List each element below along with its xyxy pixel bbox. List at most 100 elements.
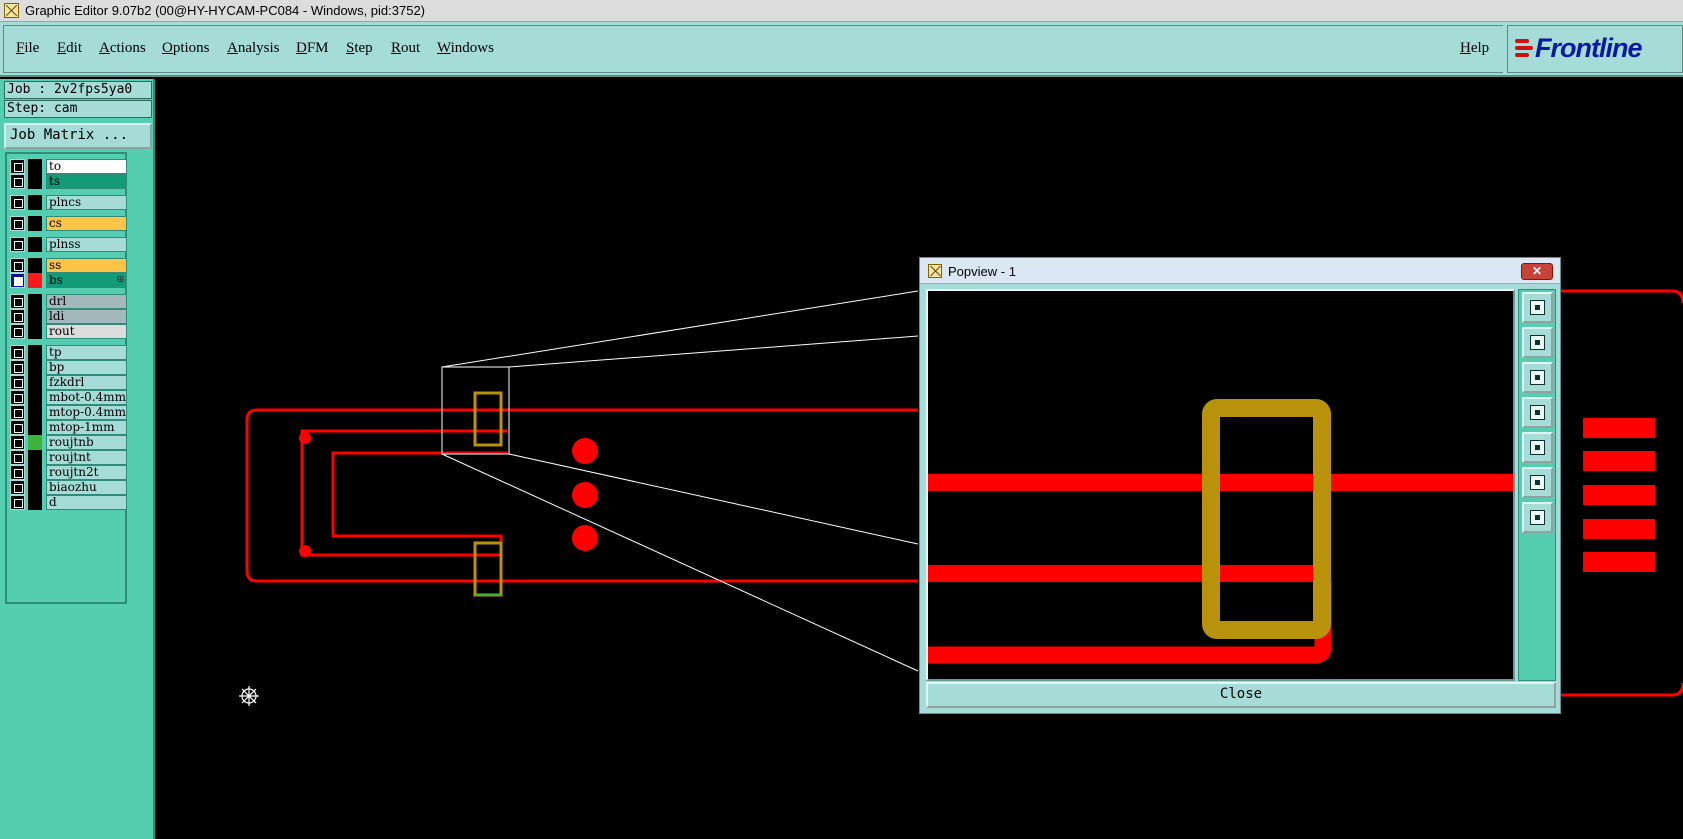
layer-checkbox[interactable] [10,390,25,405]
layer-checkbox[interactable] [10,273,25,288]
layer-row-biaozhu[interactable]: biaozhu [10,480,127,495]
layer-color-swatch[interactable] [28,237,42,252]
layer-row-mbot-0.4mm[interactable]: mbot-0.4mm [10,390,127,405]
layer-name[interactable]: tp [46,345,127,360]
zoom-in-icon[interactable] [1522,467,1553,498]
layer-name[interactable]: plnss [46,237,127,252]
layer-color-swatch[interactable] [28,195,42,210]
layer-checkbox[interactable] [10,495,25,510]
menu-rout[interactable]: Rout [391,40,421,56]
layer-color-swatch[interactable] [28,390,42,405]
menu-analysis[interactable]: Analysis [227,40,280,56]
layer-checkbox[interactable] [10,405,25,420]
layer-row-plncs[interactable]: plncs [10,195,127,210]
layer-name[interactable]: bp [46,360,127,375]
menu-actions[interactable]: Actions [99,40,146,56]
layer-row-mtop-1mm[interactable]: mtop-1mm [10,420,127,435]
layer-color-swatch[interactable] [28,294,42,309]
layer-color-swatch[interactable] [28,345,42,360]
layer-checkbox[interactable] [10,450,25,465]
layer-row-drl[interactable]: drl [10,294,127,309]
menu-edit[interactable]: Edit [57,40,83,56]
layer-name[interactable]: ts [46,174,127,189]
layer-checkbox[interactable] [10,480,25,495]
layer-checkbox[interactable] [10,465,25,480]
layer-checkbox[interactable] [10,216,25,231]
layer-color-swatch[interactable] [28,435,42,450]
close-icon[interactable]: ✕ [1521,263,1553,280]
layer-name[interactable]: roujtnt [46,450,127,465]
layer-checkbox[interactable] [10,324,25,339]
layer-row-roujtn2t[interactable]: roujtn2t [10,465,127,480]
pan-right-icon[interactable] [1522,432,1553,463]
layer-row-to[interactable]: to [10,159,127,174]
layer-name[interactable]: ldi [46,309,127,324]
layer-name[interactable]: plncs [46,195,127,210]
layer-color-swatch[interactable] [28,465,42,480]
layer-name[interactable]: mbot-0.4mm [46,390,127,405]
layer-checkbox[interactable] [10,237,25,252]
layer-color-swatch[interactable] [28,405,42,420]
layer-checkbox[interactable] [10,375,25,390]
layer-name[interactable]: biaozhu [46,480,127,495]
menu-dfm[interactable]: DFM [296,40,329,56]
layer-row-fzkdrl[interactable]: fzkdrl [10,375,127,390]
zoom-home-icon[interactable] [1522,292,1553,323]
layer-checkbox[interactable] [10,435,25,450]
layer-checkbox[interactable] [10,360,25,375]
layer-name[interactable]: mtop-0.4mm [46,405,127,420]
layer-name[interactable]: cs [46,216,127,231]
popview-canvas[interactable] [926,289,1515,681]
layer-name[interactable]: bs⊞ [46,273,127,288]
layer-row-plnss[interactable]: plnss [10,237,127,252]
menu-options[interactable]: Options [162,40,210,56]
layer-checkbox[interactable] [10,174,25,189]
layer-color-swatch[interactable] [28,420,42,435]
layer-color-swatch[interactable] [28,174,42,189]
fit-icon[interactable] [1522,502,1553,533]
layer-name[interactable]: roujtnb [46,435,127,450]
pan-left-icon[interactable] [1522,397,1553,428]
layer-row-roujtnt[interactable]: roujtnt [10,450,127,465]
layer-color-swatch[interactable] [28,273,42,288]
layer-name[interactable]: mtop-1mm [46,420,127,435]
layer-row-bs[interactable]: bs⊞ [10,273,127,288]
pan-down-icon[interactable] [1522,362,1553,393]
popview-close-button[interactable]: Close [926,682,1556,708]
layer-row-ss[interactable]: ss [10,258,127,273]
layer-name[interactable]: to [46,159,127,174]
menu-windows[interactable]: Windows [437,40,494,56]
layer-checkbox[interactable] [10,195,25,210]
layer-name[interactable]: ss [46,258,127,273]
layer-color-swatch[interactable] [28,450,42,465]
layer-row-mtop-0.4mm[interactable]: mtop-0.4mm [10,405,127,420]
layer-row-rout[interactable]: rout [10,324,127,339]
layer-checkbox[interactable] [10,294,25,309]
layer-checkbox[interactable] [10,420,25,435]
layer-color-swatch[interactable] [28,495,42,510]
layer-row-roujtnb[interactable]: roujtnb [10,435,127,450]
layer-checkbox[interactable] [10,309,25,324]
layer-name[interactable]: fzkdrl [46,375,127,390]
layer-name[interactable]: roujtn2t [46,465,127,480]
layer-color-swatch[interactable] [28,480,42,495]
layer-color-swatch[interactable] [28,324,42,339]
layer-checkbox[interactable] [10,345,25,360]
popview-title-bar[interactable]: Popview - 1 ✕ [920,258,1560,284]
layer-color-swatch[interactable] [28,360,42,375]
layer-checkbox[interactable] [10,258,25,273]
layer-row-ldi[interactable]: ldi [10,309,127,324]
layer-color-swatch[interactable] [28,258,42,273]
layer-name[interactable]: drl [46,294,127,309]
pan-up-icon[interactable] [1522,327,1553,358]
layer-name[interactable]: d [46,495,127,510]
menu-file[interactable]: File [16,40,40,56]
layer-name[interactable]: rout [46,324,127,339]
layer-color-swatch[interactable] [28,159,42,174]
layer-row-bp[interactable]: bp [10,360,127,375]
job-matrix-button[interactable]: Job Matrix ... [4,123,152,149]
layer-row-cs[interactable]: cs [10,216,127,231]
menu-help[interactable]: Help [1460,40,1490,56]
menu-step[interactable]: Step [346,40,373,56]
layer-color-swatch[interactable] [28,309,42,324]
